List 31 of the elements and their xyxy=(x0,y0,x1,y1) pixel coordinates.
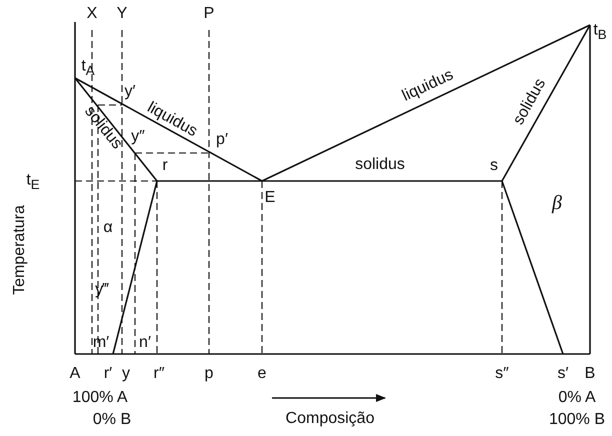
diagram-label: m′ xyxy=(92,335,110,351)
diagram-label: t$_{B}$ xyxy=(593,22,607,42)
composition-label: 0% B xyxy=(92,412,132,428)
composition-label: 100% A xyxy=(72,390,128,406)
axis-title: Composição xyxy=(286,411,374,427)
diagram-label: P xyxy=(204,6,214,22)
diagram-label: n′ xyxy=(139,335,151,351)
diagram-label: r′ xyxy=(104,366,112,382)
axis-title: Temperatura xyxy=(12,205,28,295)
diagram-label: r xyxy=(162,158,168,174)
diagram-label: β xyxy=(552,193,562,213)
diagram-label: t$_{E}$ xyxy=(26,172,40,192)
diagram-label: solidus xyxy=(355,157,405,173)
diagram-label: A xyxy=(70,366,80,382)
composition-label: 100% B xyxy=(548,412,606,428)
diagram-label: y xyxy=(122,366,130,382)
diagram-label: s xyxy=(490,158,498,174)
diagram-label: s″ xyxy=(495,366,509,382)
diagram-label: B xyxy=(584,366,596,382)
diagram-label: X xyxy=(86,6,98,22)
diagram-label: y′ xyxy=(124,84,136,100)
diagram-label: E xyxy=(264,190,276,206)
diagram-label: y″ xyxy=(131,129,145,145)
composition-label: 0% A xyxy=(558,390,596,406)
diagram-label: r″ xyxy=(154,366,164,382)
diagram-label: p xyxy=(204,366,214,382)
diagram-label: α xyxy=(103,220,113,236)
diagram-label: p′ xyxy=(216,132,228,148)
diagram-label: Y xyxy=(116,6,128,22)
diagram-label: s′ xyxy=(558,366,568,382)
diagram-label: e xyxy=(258,366,266,382)
